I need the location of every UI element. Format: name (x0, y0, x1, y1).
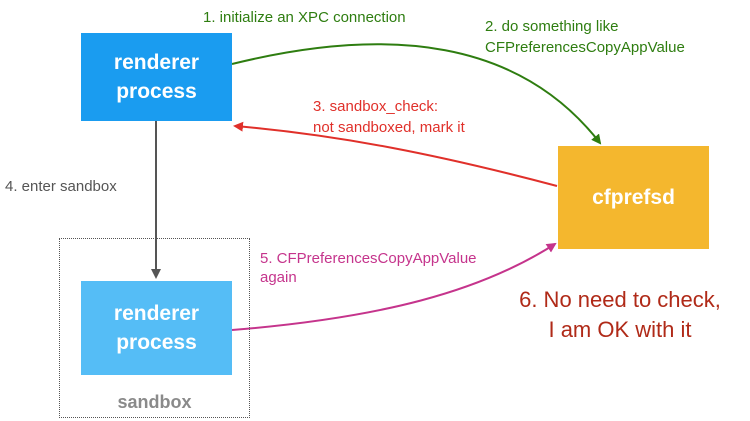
sandbox-label: sandbox (117, 392, 192, 412)
step-6-note: 6. No need to check, I am OK with it (519, 287, 721, 342)
renderer-process-label: renderer process (113, 51, 200, 103)
step-5-label: 5. CFPreferencesCopyAppValue again (260, 250, 477, 286)
cfprefsd-label: cfprefsd (592, 186, 675, 209)
arrow-copy-app-value-again (231, 242, 557, 331)
step-1-label: 1. initialize an XPC connection (203, 9, 406, 26)
step-3-label: 3. sandbox_check: not sandboxed, mark it (313, 98, 465, 136)
arrow-xpc-connection (231, 43, 602, 145)
renderer-process-node: renderer process (81, 33, 232, 121)
step-4-label: 4. enter sandbox (5, 178, 117, 195)
step-2-label: 2. do something like CFPreferencesCopyAp… (485, 18, 685, 56)
sandbox-boundary (59, 238, 250, 418)
sandboxed-renderer-process-label: renderer process (113, 302, 200, 354)
cfprefsd-node: cfprefsd (558, 146, 709, 249)
sandboxed-renderer-process-node: renderer process (81, 281, 232, 375)
arrow-sandbox-check (233, 121, 558, 187)
